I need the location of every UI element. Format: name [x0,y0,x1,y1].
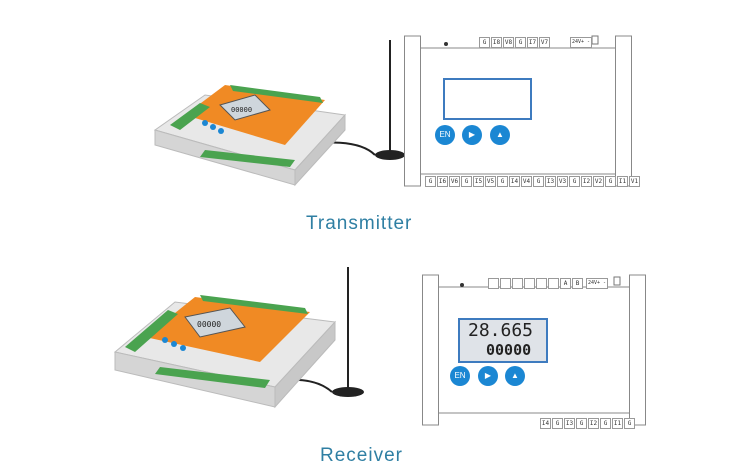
receiver-caption: Receiver [320,445,403,466]
terminal: I1 [617,176,628,187]
lcd-line-2: 00000 [486,341,532,359]
terminal: I3 [545,176,556,187]
terminal: V6 [449,176,460,187]
terminal: G [569,176,580,187]
terminal: G [576,418,587,429]
terminal: A [560,278,571,289]
receiver-bottom-terminals: I4 G I3 G I2 G I1 G [540,418,635,429]
enclosure-orange-panel [185,85,325,145]
terminal: I7 [527,37,538,48]
terminal: G [624,418,635,429]
terminal: I2 [581,176,592,187]
antenna-base [332,387,364,397]
antenna-base [375,150,405,160]
terminal: V4 [521,176,532,187]
terminal [536,278,547,289]
en-button[interactable]: EN [450,366,470,386]
transmitter-lcd [443,78,532,120]
en-button[interactable]: EN [435,125,455,145]
photo-lcd [219,94,271,121]
terminal [488,278,499,289]
terminal: G [479,37,490,48]
photo-lcd-digits: 00000 [231,106,252,114]
terminal: B [572,278,583,289]
terminal: I3 [564,418,575,429]
terminal: G [497,176,508,187]
right-arrow-button[interactable]: ▶ [462,125,482,145]
terminal [524,278,535,289]
terminal: I4 [540,418,551,429]
terminal: G [605,176,616,187]
up-arrow-button[interactable]: ▲ [490,125,510,145]
terminal: G [425,176,436,187]
terminal: G [552,418,563,429]
power-terminal: 24V+ - [586,278,608,289]
receiver-lcd: 28.665 00000 [458,318,548,363]
receiver-diagram: A B 24V+ - 28.665 00000 EN ▶ ▲ I4 G I3 G… [422,273,646,429]
terminal: I2 [588,418,599,429]
transmitter-bottom-terminals: G I6 V6 G I5 V5 G I4 V4 G I3 V3 G I2 V2 … [425,176,640,187]
terminal: V5 [485,176,496,187]
terminal: G [461,176,472,187]
lcd-line-1: 28.665 [468,320,534,341]
photo-lcd [184,307,246,338]
terminal: G [600,418,611,429]
power-terminal: 24V+ - [570,37,592,48]
photo-lcd-digits: 00000 [197,320,221,329]
terminal: G [533,176,544,187]
transmitter-device-photo: 00000 [153,40,405,187]
terminal: V8 [503,37,514,48]
transmitter-caption: Transmitter [306,213,413,234]
terminal: V7 [539,37,550,48]
terminal: V3 [557,176,568,187]
terminal [548,278,559,289]
terminal: I6 [437,176,448,187]
terminal: V2 [593,176,604,187]
terminal [512,278,523,289]
terminal: I1 [612,418,623,429]
transmitter-top-terminals: G I8 V8 G I7 V7 [479,37,550,48]
right-arrow-button[interactable]: ▶ [478,366,498,386]
receiver-device-photo: 00000 [113,267,364,409]
terminal: I4 [509,176,520,187]
terminal: I8 [491,37,502,48]
terminal: G [515,37,526,48]
up-arrow-button[interactable]: ▲ [505,366,525,386]
terminal: V1 [629,176,640,187]
receiver-top-terminals: A B [488,278,583,289]
terminal: I5 [473,176,484,187]
transmitter-diagram: G I8 V8 G I7 V7 24V+ - EN ▶ ▲ G I6 V6 G … [404,34,640,188]
terminal [500,278,511,289]
